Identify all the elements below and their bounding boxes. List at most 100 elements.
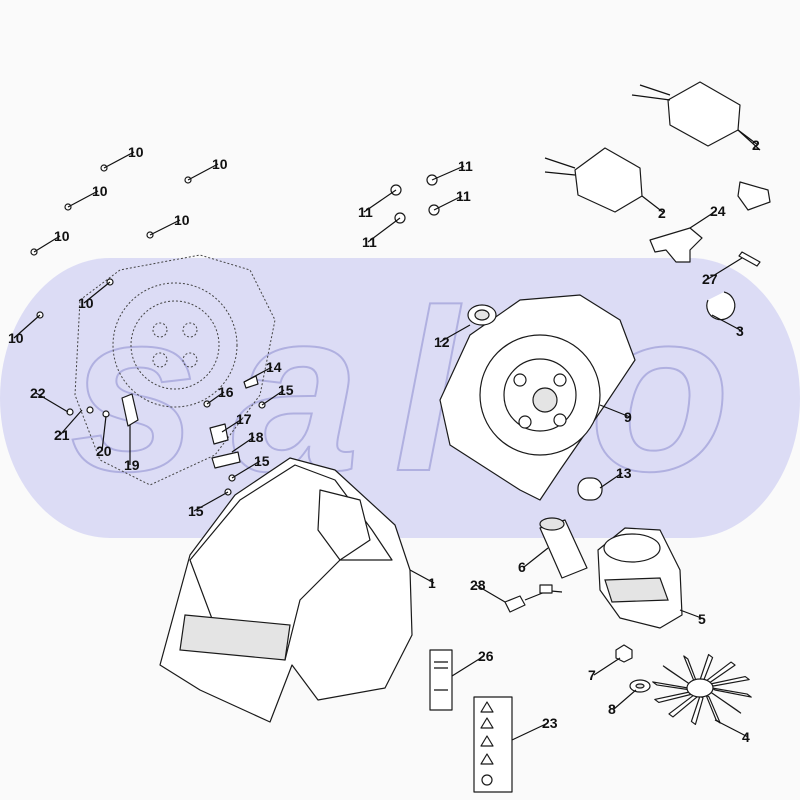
screws-11[interactable] <box>390 174 440 224</box>
callout-13[interactable]: 13 <box>616 465 632 481</box>
leader-line-20 <box>101 415 107 452</box>
leader-line-21 <box>59 409 83 436</box>
plug[interactable] <box>737 181 771 211</box>
leader-line-23 <box>511 722 549 741</box>
leader-line-10 <box>187 163 219 181</box>
callout-23[interactable]: 23 <box>542 715 558 731</box>
callout-10[interactable]: 10 <box>92 183 108 199</box>
callout-20[interactable]: 20 <box>96 443 112 459</box>
part-28-cable[interactable] <box>504 584 563 613</box>
leader-line-5 <box>679 609 705 620</box>
callout-10[interactable]: 10 <box>212 156 228 172</box>
callout-2[interactable]: 2 <box>752 137 760 153</box>
fan-blade <box>652 681 692 691</box>
callout-10[interactable]: 10 <box>8 330 24 346</box>
leader-line-10 <box>103 151 135 169</box>
part-12-grommet[interactable] <box>467 304 497 326</box>
leader-line-4 <box>714 719 749 738</box>
leader-line-8 <box>613 689 637 710</box>
fan-blade <box>711 687 752 698</box>
part-4-fan-impeller[interactable] <box>652 653 752 726</box>
callout-5[interactable]: 5 <box>698 611 706 627</box>
callout-10[interactable]: 10 <box>174 212 190 228</box>
leader-line-11 <box>433 195 463 211</box>
callout-19[interactable]: 19 <box>124 457 140 473</box>
part-1-housing[interactable] <box>159 457 413 723</box>
leader-line-15 <box>231 460 261 479</box>
part-26-label[interactable] <box>429 649 453 711</box>
callout-15[interactable]: 15 <box>254 453 270 469</box>
leader-line-11 <box>431 165 465 181</box>
part-2-switch-box-lower[interactable] <box>544 147 643 213</box>
part-27-pin[interactable] <box>738 251 761 267</box>
part-24-bracket[interactable] <box>649 227 703 263</box>
part-3-circlip[interactable] <box>706 291 736 321</box>
leader-line-11 <box>367 217 401 243</box>
callout-15[interactable]: 15 <box>278 382 294 398</box>
callout-28[interactable]: 28 <box>470 577 486 593</box>
leader-line-15 <box>261 389 285 406</box>
callout-3[interactable]: 3 <box>736 323 744 339</box>
watermark-text: sallo <box>70 262 730 519</box>
fan-blade <box>662 665 694 687</box>
part-13-bushing[interactable] <box>577 477 603 501</box>
callout-15[interactable]: 15 <box>188 503 204 519</box>
callout-14[interactable]: 14 <box>266 359 282 375</box>
part-5-motor[interactable] <box>597 527 683 629</box>
leader-line-10 <box>13 314 41 339</box>
callout-7[interactable]: 7 <box>588 667 596 683</box>
callout-2[interactable]: 2 <box>658 205 666 221</box>
leader-line-18 <box>231 436 255 453</box>
callout-10[interactable]: 10 <box>54 228 70 244</box>
callout-11[interactable]: 11 <box>362 234 377 250</box>
callout-12[interactable]: 12 <box>434 334 450 350</box>
fan-blade <box>705 694 721 724</box>
callout-11[interactable]: 11 <box>456 188 471 204</box>
leader-line-14 <box>243 366 273 383</box>
leader-line-2 <box>737 129 759 146</box>
part-2-switch-box-upper[interactable] <box>631 81 761 151</box>
callout-21[interactable]: 21 <box>54 427 70 443</box>
callout-labels: 1223456789101010101010101111111112131415… <box>8 137 760 745</box>
callout-17[interactable]: 17 <box>236 411 252 427</box>
callout-27[interactable]: 27 <box>702 271 718 287</box>
leader-line-27 <box>707 257 743 280</box>
callout-10[interactable]: 10 <box>78 295 94 311</box>
leader-line-1 <box>409 569 435 584</box>
part-6-capacitor[interactable] <box>539 517 588 579</box>
leader-line-15 <box>193 491 229 512</box>
callout-11[interactable]: 11 <box>358 204 373 220</box>
callout-16[interactable]: 16 <box>218 384 234 400</box>
callout-4[interactable]: 4 <box>742 729 750 745</box>
fan-blade <box>709 691 742 714</box>
leader-line-6 <box>523 547 549 568</box>
part-8-washer[interactable] <box>629 679 651 693</box>
leader-line-16 <box>206 391 225 405</box>
leader-line-9 <box>599 404 631 418</box>
callout-24[interactable]: 24 <box>710 203 726 219</box>
leader-line-10 <box>149 219 181 236</box>
leader-line-2 <box>641 195 665 214</box>
callout-1[interactable]: 1 <box>428 575 436 591</box>
leaders <box>13 129 759 741</box>
callout-26[interactable]: 26 <box>478 648 494 664</box>
callout-18[interactable]: 18 <box>248 429 264 445</box>
callout-9[interactable]: 9 <box>624 409 632 425</box>
leader-line-13 <box>599 472 623 489</box>
callout-8[interactable]: 8 <box>608 701 616 717</box>
leader-line-7 <box>593 657 621 676</box>
leader-line-28 <box>475 584 506 603</box>
callout-11[interactable]: 11 <box>458 158 473 174</box>
part-23-warning-sticker[interactable] <box>473 696 513 793</box>
callout-22[interactable]: 22 <box>30 385 46 401</box>
leader-line-3 <box>711 314 743 332</box>
callout-10[interactable]: 10 <box>128 144 144 160</box>
part-9-fan-housing[interactable] <box>439 294 636 501</box>
leader-line-10 <box>67 190 99 208</box>
callout-6[interactable]: 6 <box>518 559 526 575</box>
part-7-nut[interactable] <box>615 644 633 663</box>
leader-line-12 <box>439 324 471 343</box>
fan-blade <box>683 655 698 684</box>
